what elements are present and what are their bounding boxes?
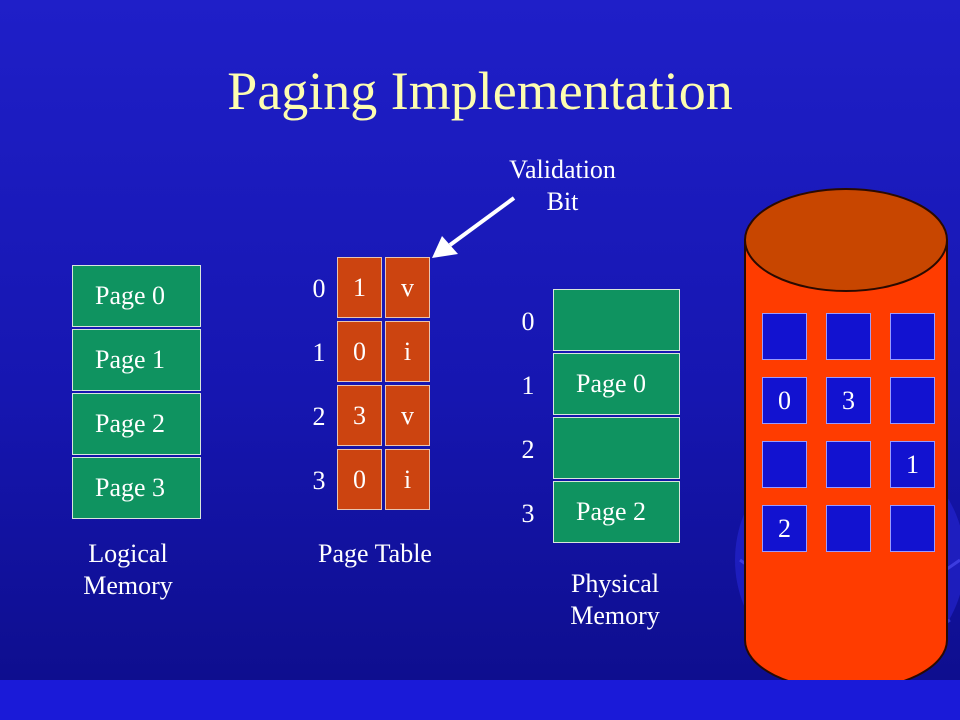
disk-cell-0 <box>762 313 807 360</box>
page-table-bit-1: i <box>385 321 430 382</box>
physical-frame-0 <box>553 289 680 351</box>
disk-cell-7 <box>826 441 871 488</box>
disk-cell-8: 1 <box>890 441 935 488</box>
logical-page-2: Page 2 <box>72 393 201 455</box>
physical-frame-3: Page 2 <box>553 481 680 543</box>
logical-memory-label: Logical Memory <box>50 538 206 602</box>
logical-memory-label-line1: Logical <box>88 539 168 568</box>
logical-page-0: Page 0 <box>72 265 201 327</box>
page-table-bit-2: v <box>385 385 430 446</box>
validation-bit-label-line1: Validation <box>509 155 616 184</box>
physical-memory-label-line2: Memory <box>570 601 660 630</box>
physical-frame-1: Page 0 <box>553 353 680 415</box>
disk-cell-9: 2 <box>762 505 807 552</box>
logical-page-1: Page 1 <box>72 329 201 391</box>
page-table-label: Page Table <box>318 539 432 568</box>
physical-memory-label-line1: Physical <box>570 569 660 598</box>
logical-page-3: Page 3 <box>72 457 201 519</box>
disk-cell-4: 3 <box>826 377 871 424</box>
physical-index-1: 1 <box>521 371 535 400</box>
page-table-bit-3: i <box>385 449 430 510</box>
disk-cell-11 <box>890 505 935 552</box>
disk-cell-10 <box>826 505 871 552</box>
bottom-bar <box>0 680 960 720</box>
page-table-frame-0: 1 <box>337 257 382 318</box>
disk-cell-5 <box>890 377 935 424</box>
page-table-frame-1: 0 <box>337 321 382 382</box>
physical-index-0: 0 <box>521 307 535 336</box>
slide-title: Paging Implementation <box>227 61 733 121</box>
disk-cell-2 <box>890 313 935 360</box>
disk-cell-1 <box>826 313 871 360</box>
page-table-frame-2: 3 <box>337 385 382 446</box>
disk-cell-3: 0 <box>762 377 807 424</box>
validation-bit-label-line2: Bit <box>546 187 579 216</box>
page-table-frame-3: 0 <box>337 449 382 510</box>
page-table-bit-0: v <box>385 257 430 318</box>
disk-cell-6 <box>762 441 807 488</box>
physical-frame-2 <box>553 417 680 479</box>
physical-index-2: 2 <box>521 435 535 464</box>
physical-memory-label: Physical Memory <box>535 568 695 632</box>
page-table-index-3: 3 <box>312 466 326 495</box>
physical-index-3: 3 <box>521 499 535 528</box>
validation-bit-label: Validation Bit <box>480 154 645 218</box>
page-table-index-0: 0 <box>312 274 326 303</box>
page-table-index-1: 1 <box>312 338 326 367</box>
logical-memory-label-line2: Memory <box>83 571 173 600</box>
page-table-index-2: 2 <box>312 402 326 431</box>
